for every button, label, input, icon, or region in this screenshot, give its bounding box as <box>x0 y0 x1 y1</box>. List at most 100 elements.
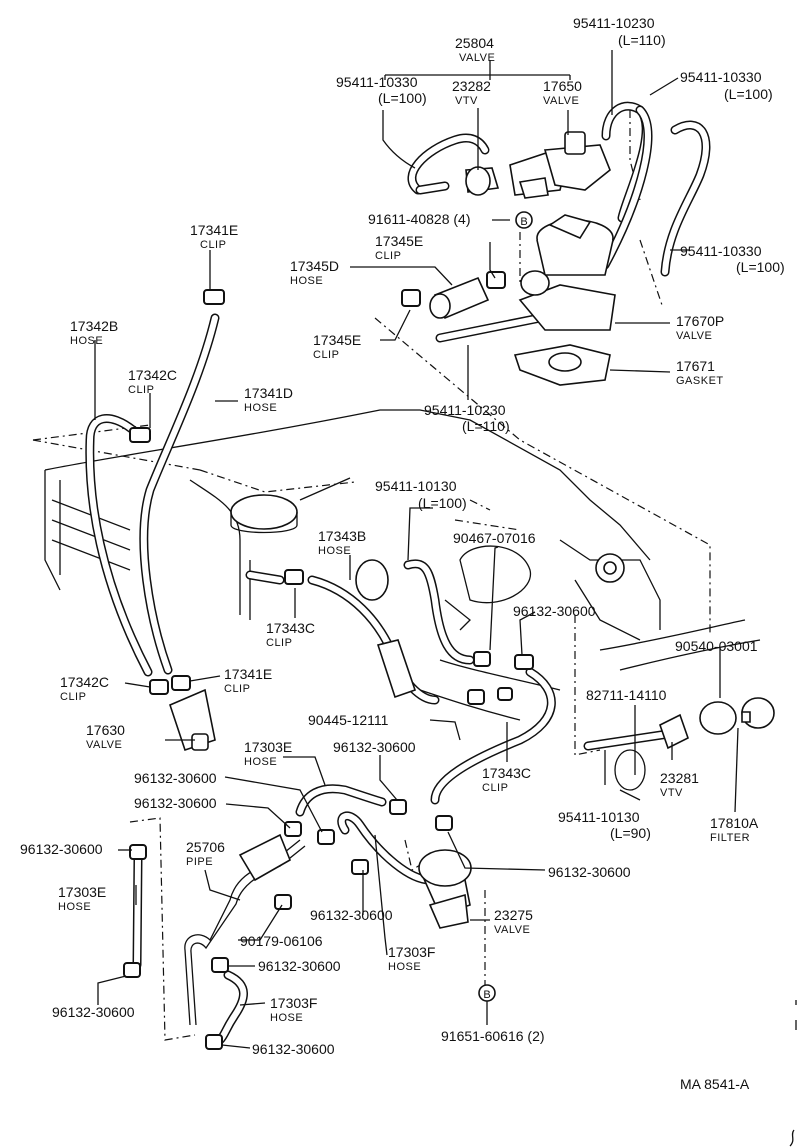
footer-code: MA 8541-A <box>680 1076 750 1092</box>
label-23282-number: 23282 <box>452 78 491 94</box>
label-17303e-b-name: HOSE <box>58 901 91 913</box>
label-17341e-top-number: 17341E <box>190 222 238 238</box>
label-90540-03001: 90540-03001 <box>675 638 758 654</box>
label-17342c-bottom-number: 17342C <box>60 674 109 690</box>
label-17341d-name: HOSE <box>244 402 277 414</box>
label-96132-30600-f: 96132-30600 <box>548 864 631 880</box>
label-90179-06106: 90179-06106 <box>240 933 323 949</box>
label-95411-10330-a-number: 95411-10330 <box>336 74 418 90</box>
label-17671-number: 17671 <box>676 358 715 374</box>
hose-end-17343b <box>355 559 389 601</box>
valve-17630 <box>169 688 216 752</box>
label-95411-10130-a-length: (L=100) <box>418 495 467 511</box>
label-17342b-name: HOSE <box>70 335 103 347</box>
label-17670p-name: VALVE <box>676 330 712 342</box>
label-23275-number: 23275 <box>494 907 533 923</box>
label-95411-10330-b-length: (L=100) <box>724 86 773 102</box>
label-17303e-b-number: 17303E <box>58 884 106 900</box>
label-96132-30600-h: 96132-30600 <box>258 958 341 974</box>
valve-17670p <box>518 214 616 331</box>
labels: 25804 VALVE 95411-10230 (L=110) 95411-10… <box>20 15 785 1092</box>
label-96132-30600-d: 96132-30600 <box>134 795 217 811</box>
filter-17810a <box>699 697 775 735</box>
label-17345d-number: 17345D <box>290 258 339 274</box>
label-17341e-bottom-number: 17341E <box>224 666 272 682</box>
label-95411-10230-top-number: 95411-10230 <box>573 15 655 31</box>
label-17303e-a-name: HOSE <box>244 756 277 768</box>
label-82711-14110: 82711-14110 <box>586 687 667 703</box>
label-23275-name: VALVE <box>494 924 530 936</box>
vtv-23281 <box>659 713 689 750</box>
label-17345e-top-name: CLIP <box>375 250 401 262</box>
label-17343c-b-name: CLIP <box>482 782 508 794</box>
svg-text:B: B <box>520 216 527 228</box>
label-25706-name: PIPE <box>186 856 213 868</box>
label-17810a-name: FILTER <box>710 832 750 844</box>
label-25804-name: VALVE <box>459 52 495 64</box>
label-95411-10130-a-number: 95411-10130 <box>375 478 457 494</box>
label-17630-number: 17630 <box>86 722 125 738</box>
label-17343b-number: 17343B <box>318 528 366 544</box>
label-95411-10330-c-length: (L=100) <box>736 259 785 275</box>
label-95411-10230-top-length: (L=110) <box>618 32 666 48</box>
label-17342c-bottom-name: CLIP <box>60 691 86 703</box>
label-17345e-bottom-number: 17345E <box>313 332 361 348</box>
label-91651-60616: 91651-60616 (2) <box>441 1028 545 1044</box>
label-95411-10330-b-number: 95411-10330 <box>680 69 762 85</box>
edge-marks <box>789 1000 797 1147</box>
label-95411-10130-b-length: (L=90) <box>610 825 651 841</box>
label-17342c-top-name: CLIP <box>128 384 154 396</box>
label-23281-number: 23281 <box>660 770 699 786</box>
label-95411-10330-a-length: (L=100) <box>378 90 427 106</box>
label-17303f-b-name: HOSE <box>270 1012 303 1024</box>
label-90467-07016: 90467-07016 <box>453 530 536 546</box>
label-17343b-name: HOSE <box>318 545 351 557</box>
label-17303e-a-number: 17303E <box>244 739 292 755</box>
label-17630-name: VALVE <box>86 739 122 751</box>
label-17303f-a-name: HOSE <box>388 961 421 973</box>
label-17343c-a-name: CLIP <box>266 637 292 649</box>
valve-23275 <box>418 849 472 929</box>
label-17345e-bottom-name: CLIP <box>313 349 339 361</box>
pipe-25706 <box>184 833 306 1026</box>
label-17343c-a-number: 17343C <box>266 620 315 636</box>
label-17650-number: 17650 <box>543 78 582 94</box>
label-17345d-name: HOSE <box>290 275 323 287</box>
clip-82711 <box>614 749 646 801</box>
gasket-17671 <box>513 344 611 386</box>
label-96132-30600-a: 96132-30600 <box>513 603 596 619</box>
svg-text:B: B <box>483 989 490 1001</box>
leader-lines <box>94 50 739 1049</box>
label-23281-name: VTV <box>660 787 683 799</box>
label-25706-number: 25706 <box>186 839 225 855</box>
label-91611-40828: 91611-40828 (4) <box>368 211 470 227</box>
label-17342b-number: 17342B <box>70 318 118 334</box>
hose-17345d <box>429 276 490 320</box>
marker-b-top: B <box>515 211 533 229</box>
label-95411-10230-mid-number: 95411-10230 <box>424 402 506 418</box>
label-90445-12111: 90445-12111 <box>308 712 389 728</box>
label-17341e-top-name: CLIP <box>200 239 226 251</box>
hoses <box>85 101 711 1045</box>
label-96132-30600-e: 96132-30600 <box>20 841 103 857</box>
label-17303f-b-number: 17303F <box>270 995 317 1011</box>
label-25804-number: 25804 <box>455 35 494 51</box>
label-96132-30600-g: 96132-30600 <box>310 907 393 923</box>
label-17671-name: GASKET <box>676 375 724 387</box>
label-95411-10330-c-number: 95411-10330 <box>680 243 762 259</box>
label-17341e-bottom-name: CLIP <box>224 683 250 695</box>
label-17670p-number: 17670P <box>676 313 724 329</box>
label-17343c-b-number: 17343C <box>482 765 531 781</box>
label-17810a-number: 17810A <box>710 815 759 831</box>
label-95411-10230-mid-length: (L=110) <box>462 418 510 434</box>
label-17650-name: VALVE <box>543 95 579 107</box>
label-23282-name: VTV <box>455 95 478 107</box>
label-17303f-a-number: 17303F <box>388 944 435 960</box>
label-95411-10130-b-number: 95411-10130 <box>558 809 640 825</box>
label-96132-30600-j: 96132-30600 <box>252 1041 335 1057</box>
label-17341d-number: 17341D <box>244 385 293 401</box>
label-17345e-top-number: 17345E <box>375 233 423 249</box>
valve-25804-assembly <box>509 131 611 199</box>
label-96132-30600-b: 96132-30600 <box>333 739 416 755</box>
